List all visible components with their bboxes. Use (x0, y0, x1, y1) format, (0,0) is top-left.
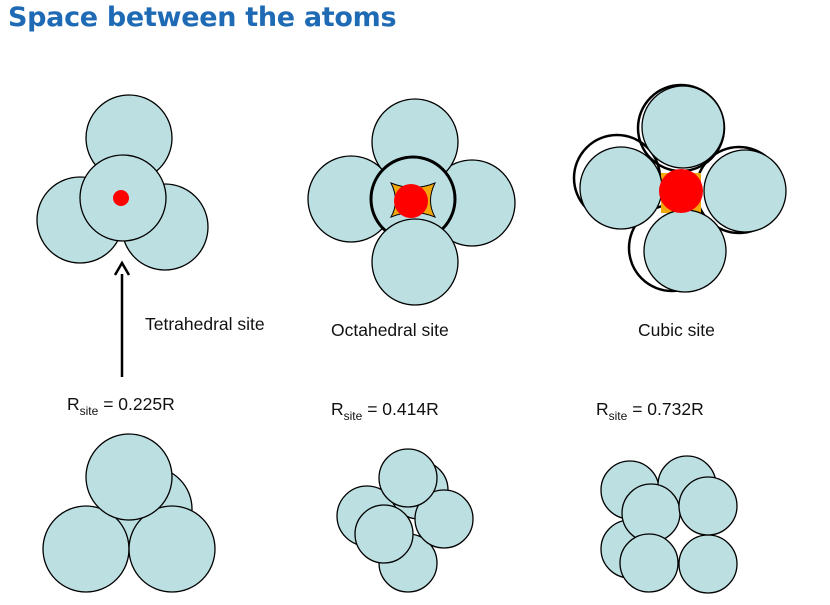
atom (621, 483, 681, 543)
interstitial-site (659, 169, 703, 213)
tetrahedral-radius-ratio: Rsite = 0.225R (67, 394, 175, 418)
atom (641, 85, 725, 169)
octahedral-packing (336, 448, 474, 593)
interstitial-site (394, 184, 428, 218)
interstitial-site (113, 190, 129, 206)
tetrahedral-site-label: Tetrahedral site (145, 314, 265, 334)
atom (579, 146, 663, 230)
atom (643, 209, 727, 293)
atom (371, 218, 459, 306)
atom (619, 533, 679, 593)
atom (85, 433, 173, 521)
octahedral-site-diagram (307, 98, 516, 306)
octahedral-radius-ratio: Rsite = 0.414R (331, 399, 439, 423)
atom (678, 534, 738, 594)
atom (128, 505, 216, 593)
tetrahedral-site-diagram (36, 94, 209, 271)
atom (354, 504, 414, 564)
atom (378, 448, 438, 508)
cubic-site-diagram (572, 83, 787, 293)
cubic-radius-ratio: Rsite = 0.732R (596, 399, 704, 423)
atom (678, 476, 738, 536)
atom (42, 505, 130, 593)
cubic-site-label: Cubic site (638, 320, 715, 340)
octahedral-site-label: Octahedral site (331, 320, 449, 340)
tetrahedral-packing (42, 433, 216, 593)
page-title: Space between the atoms (8, 2, 397, 33)
arrow (113, 260, 131, 377)
atom (414, 489, 474, 549)
cubic-packing (600, 455, 738, 594)
atom (703, 149, 787, 233)
